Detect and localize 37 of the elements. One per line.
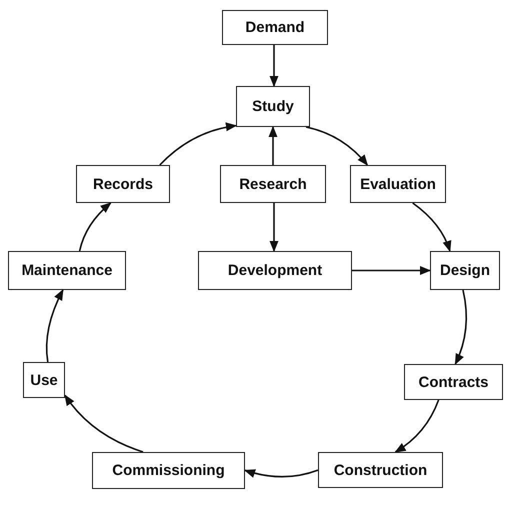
box-label: Construction xyxy=(334,462,428,478)
process-box xyxy=(76,165,170,203)
box-label: Records xyxy=(92,176,154,192)
box-label: Research xyxy=(239,176,307,192)
process-box xyxy=(198,251,352,290)
box-label: Contracts xyxy=(418,374,488,390)
arrow xyxy=(268,126,278,165)
arrow xyxy=(394,400,440,453)
box-label: Development xyxy=(228,262,322,279)
arrow xyxy=(306,126,368,166)
arrow xyxy=(270,203,278,252)
box-label: Use xyxy=(30,372,58,388)
box-label: Commissioning xyxy=(112,462,225,479)
box-label: Demand xyxy=(245,19,305,36)
box-label: Study xyxy=(252,98,294,115)
box-label: Design xyxy=(440,262,490,279)
arrow xyxy=(46,289,64,362)
box-label: Maintenance xyxy=(22,262,112,279)
box-label: Evaluation xyxy=(360,176,436,192)
process-box xyxy=(430,251,500,290)
arrow xyxy=(78,202,112,252)
process-box xyxy=(318,452,443,488)
process-box xyxy=(404,364,503,400)
process-box xyxy=(222,10,328,45)
arrow xyxy=(64,394,144,453)
arrow xyxy=(270,45,278,88)
arrow xyxy=(352,266,432,275)
process-box xyxy=(8,251,126,290)
process-box xyxy=(236,86,310,127)
process-box xyxy=(23,362,65,398)
process-box xyxy=(92,452,245,489)
process-box xyxy=(220,165,326,203)
arrow xyxy=(159,122,238,166)
process-box xyxy=(350,165,446,203)
arrow xyxy=(412,202,451,252)
arrow xyxy=(454,290,468,366)
arrow xyxy=(244,469,318,478)
